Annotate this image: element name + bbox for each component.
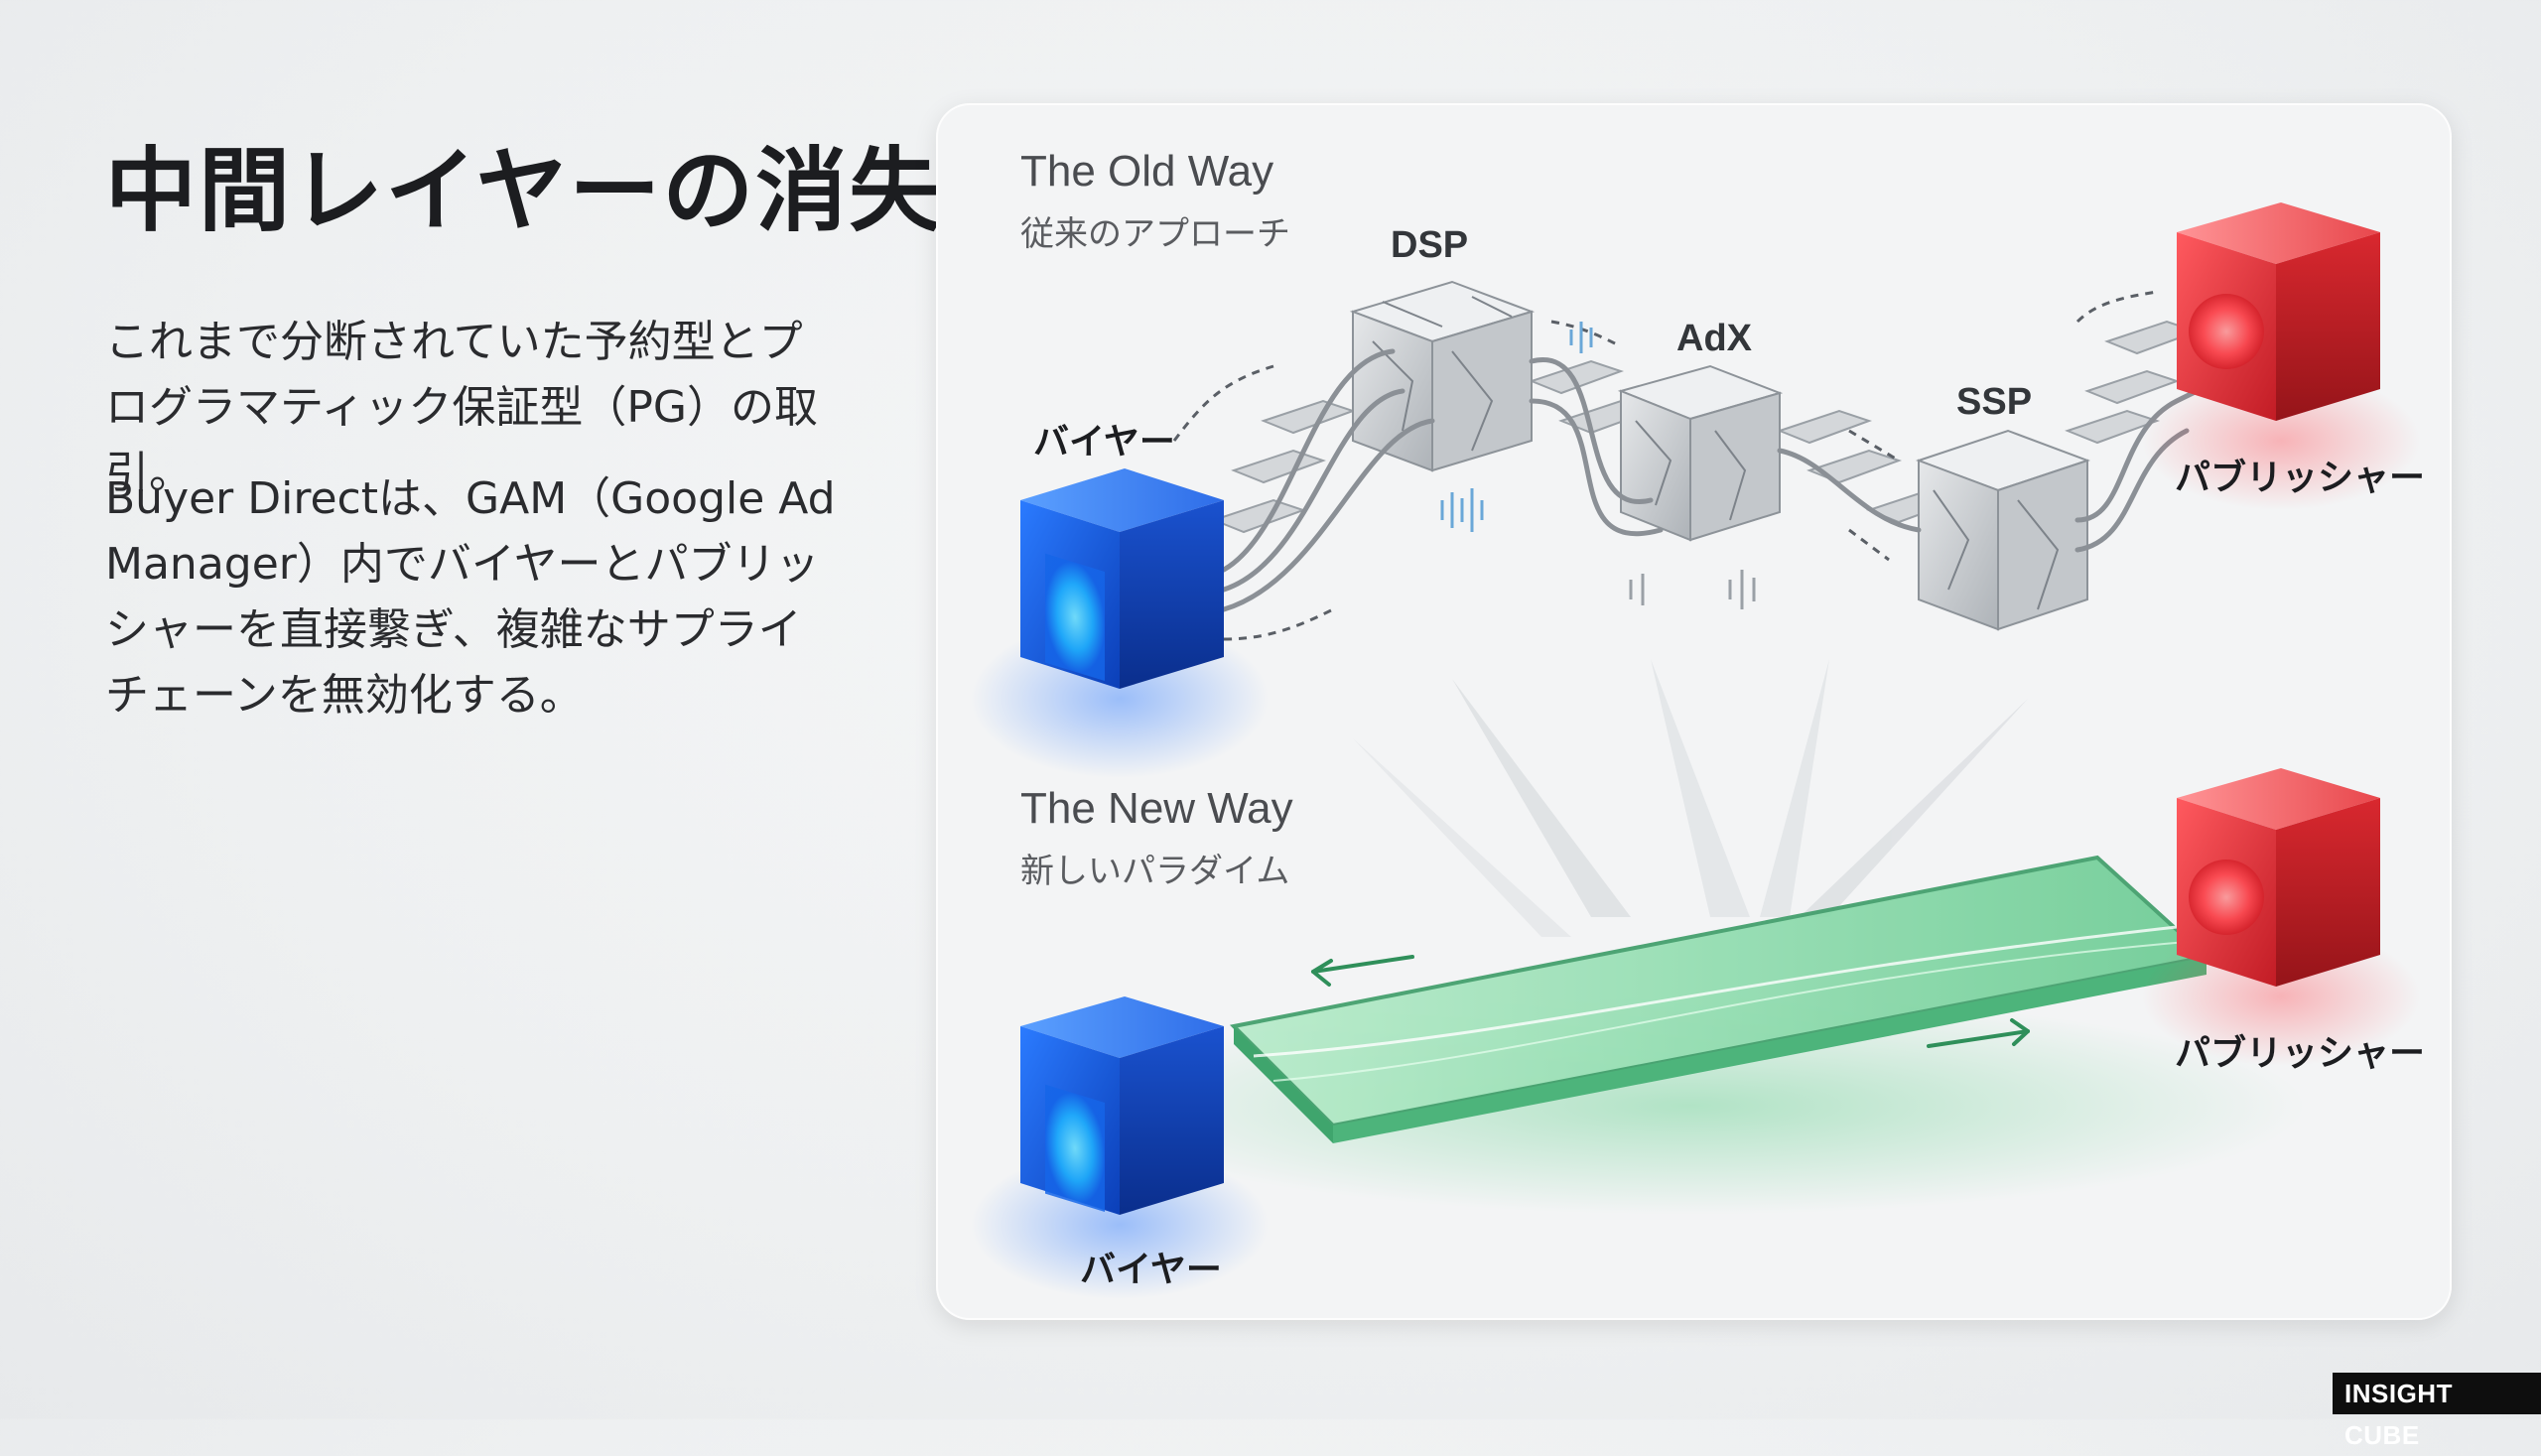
ssp-label: SSP bbox=[1956, 381, 2033, 423]
new-buyer-label: バイヤー bbox=[1080, 1250, 1222, 1290]
buyer-direct-paragraph: Buyer Directは、GAM（Google Ad Manager）内でバイ… bbox=[105, 473, 836, 721]
old-buyer-label: バイヤー bbox=[1033, 422, 1175, 463]
comparison-illustration bbox=[971, 202, 2420, 1299]
new-buyer-cube bbox=[971, 996, 1269, 1299]
adx-label: AdX bbox=[1676, 318, 1752, 359]
old-way-supply-chain bbox=[1172, 280, 2259, 641]
new-publisher-cube bbox=[2142, 768, 2420, 1066]
new-publisher-label: パブリッシャー bbox=[2175, 1033, 2426, 1074]
direct-link-bar bbox=[1075, 855, 2306, 1215]
brand-badge: INSIGHT CUBE bbox=[2333, 1373, 2541, 1450]
old-way-subtitle: 従来のアプローチ bbox=[1020, 214, 1290, 254]
old-buyer-cube bbox=[971, 468, 1269, 778]
new-way-title: The New Way bbox=[1020, 784, 1293, 833]
old-publisher-cube bbox=[2142, 202, 2420, 510]
old-way-title: The Old Way bbox=[1020, 147, 1274, 196]
comparison-diagram-panel: The Old Way 従来のアプローチ DSP AdX SSP バイヤー パブ… bbox=[936, 103, 2452, 1320]
light-beams bbox=[1353, 659, 2028, 937]
slide-title: 中間レイヤーの消失 bbox=[105, 138, 943, 244]
dsp-label: DSP bbox=[1391, 224, 1469, 266]
new-way-subtitle: 新しいパラダイム bbox=[1020, 852, 1290, 891]
intro-paragraph: これまで分断されていた予約型とプログラマティック保証型（PG）の取引。 bbox=[105, 317, 818, 498]
old-publisher-label: パブリッシャー bbox=[2175, 458, 2426, 498]
